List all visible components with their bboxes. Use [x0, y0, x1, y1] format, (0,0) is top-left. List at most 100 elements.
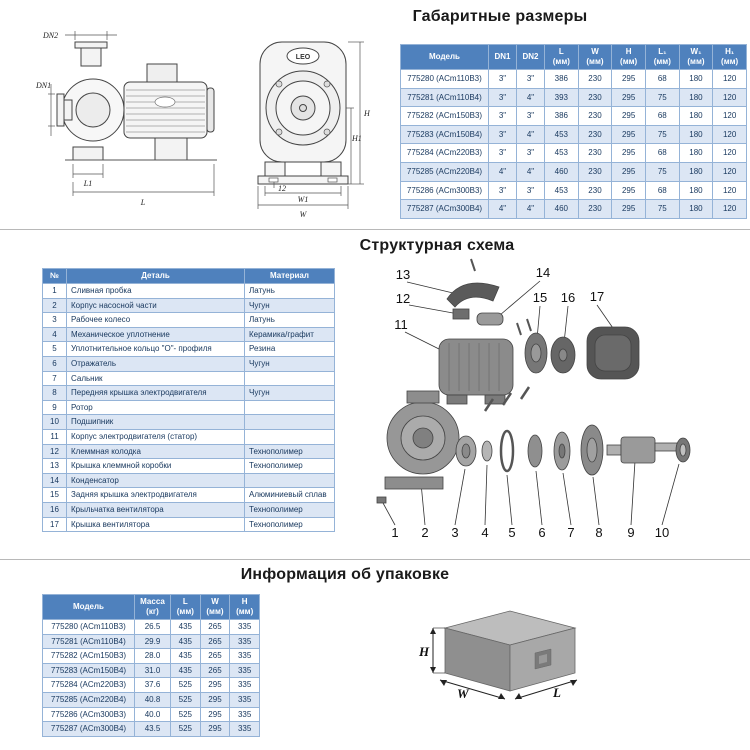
table-cell: 295	[611, 180, 646, 201]
table-cell: 386	[544, 69, 579, 89]
table-cell: Задняя крышка электродвигателя	[66, 487, 245, 503]
part-callout: 6	[538, 525, 545, 540]
table-cell: 265	[199, 648, 231, 664]
table-cell: 180	[678, 124, 714, 145]
table-cell: 17	[42, 516, 67, 533]
table-cell: 15	[42, 487, 67, 503]
table-cell: 295	[611, 161, 646, 182]
table-cell: 525	[170, 677, 201, 693]
table-cell: 230	[577, 161, 613, 182]
dim-label-dn1: DN1	[35, 81, 51, 90]
table-cell: Рабочее колесо	[66, 312, 245, 328]
table-cell: Отражатель	[66, 355, 245, 372]
table-cell: 453	[544, 180, 579, 201]
table-cell	[244, 414, 335, 430]
table-cell: 230	[577, 143, 613, 163]
exploded-parts	[376, 258, 691, 504]
table-cell: 26.5	[134, 619, 171, 635]
column-header: W₁ (мм)	[678, 44, 714, 70]
part-callout: 13	[396, 267, 410, 282]
table-cell: 335	[229, 619, 260, 635]
table-cell: 335	[229, 677, 260, 693]
section-divider	[0, 559, 750, 560]
box-emblem-inner	[539, 654, 547, 664]
table-cell: 12	[42, 443, 67, 460]
dim-label-w1: W1	[298, 195, 309, 204]
table-cell: 40.8	[134, 691, 171, 708]
part-callout: 15	[533, 290, 547, 305]
dim-label-w: W	[300, 210, 308, 219]
part-callout: 7	[567, 525, 574, 540]
dim-label-slot-12: 12	[278, 184, 286, 193]
table-cell: 4"	[516, 124, 545, 145]
table-cell: 8	[42, 385, 67, 401]
table-cell: Уплотнительное кольцо "О"- профиля	[66, 341, 245, 357]
table-cell: Подшипник	[66, 414, 245, 430]
foot-slot	[327, 177, 338, 183]
table-cell: Конденсатор	[66, 472, 245, 489]
table-cell: 75	[644, 124, 680, 145]
table-cell: 295	[199, 677, 231, 693]
table-cell: 4"	[488, 199, 517, 219]
table-cell: 180	[678, 199, 714, 219]
table-cell: Технополимер	[244, 501, 335, 518]
table-cell	[244, 472, 335, 489]
table-cell: Чугун	[244, 385, 335, 401]
table-cell: 295	[611, 87, 646, 108]
table-cell: 525	[170, 691, 201, 708]
table-cell: 75	[644, 161, 680, 182]
table-cell: 4"	[516, 199, 545, 219]
table-cell: 1	[42, 283, 67, 299]
table-cell: 335	[229, 706, 260, 723]
column-header: Модель	[400, 44, 489, 70]
table-cell: 775287 (ACm300B4)	[400, 199, 489, 219]
part-callout: 8	[595, 525, 602, 540]
part-callout: 1	[391, 525, 398, 540]
table-cell: 75	[644, 199, 680, 219]
table-cell: Клеммная колодка	[66, 443, 245, 460]
table-cell: 3"	[488, 124, 517, 145]
table-cell: 120	[712, 161, 747, 182]
table-cell: 3"	[488, 143, 517, 163]
table-cell: 775283 (ACm150B4)	[42, 662, 135, 679]
foot-slot	[268, 177, 279, 183]
table-cell: 4"	[516, 161, 545, 182]
table-cell: 775280 (ACm110B3)	[400, 69, 489, 89]
table-cell: Передняя крышка электродвигателя	[66, 385, 245, 401]
exploded-parts-diagram: 13 14 12 15 16 17 11 1 2 3 4 5 6 7 8 9 1…	[376, 258, 691, 540]
table-cell: 295	[611, 199, 646, 219]
table-cell: 120	[712, 106, 747, 126]
table-cell: 40.0	[134, 706, 171, 723]
bolt-circles	[275, 80, 331, 136]
table-cell: 68	[644, 180, 680, 201]
table-cell: 180	[678, 143, 714, 163]
table-cell: 295	[199, 706, 231, 723]
table-cell: 4	[42, 326, 67, 343]
table-cell: 435	[170, 648, 201, 664]
table-cell: 775283 (ACm150B4)	[400, 124, 489, 145]
table-cell: 460	[544, 199, 579, 219]
table-cell: 775284 (ACm220B3)	[42, 677, 135, 693]
table-cell: 14	[42, 472, 67, 489]
part-callout: 12	[396, 291, 410, 306]
table-cell: 31.0	[134, 662, 171, 679]
table-cell: 393	[544, 87, 579, 108]
column-header: DN2	[516, 44, 545, 70]
table-cell: 3"	[488, 69, 517, 89]
table-cell: 4"	[516, 87, 545, 108]
table-cell: 4"	[488, 161, 517, 182]
